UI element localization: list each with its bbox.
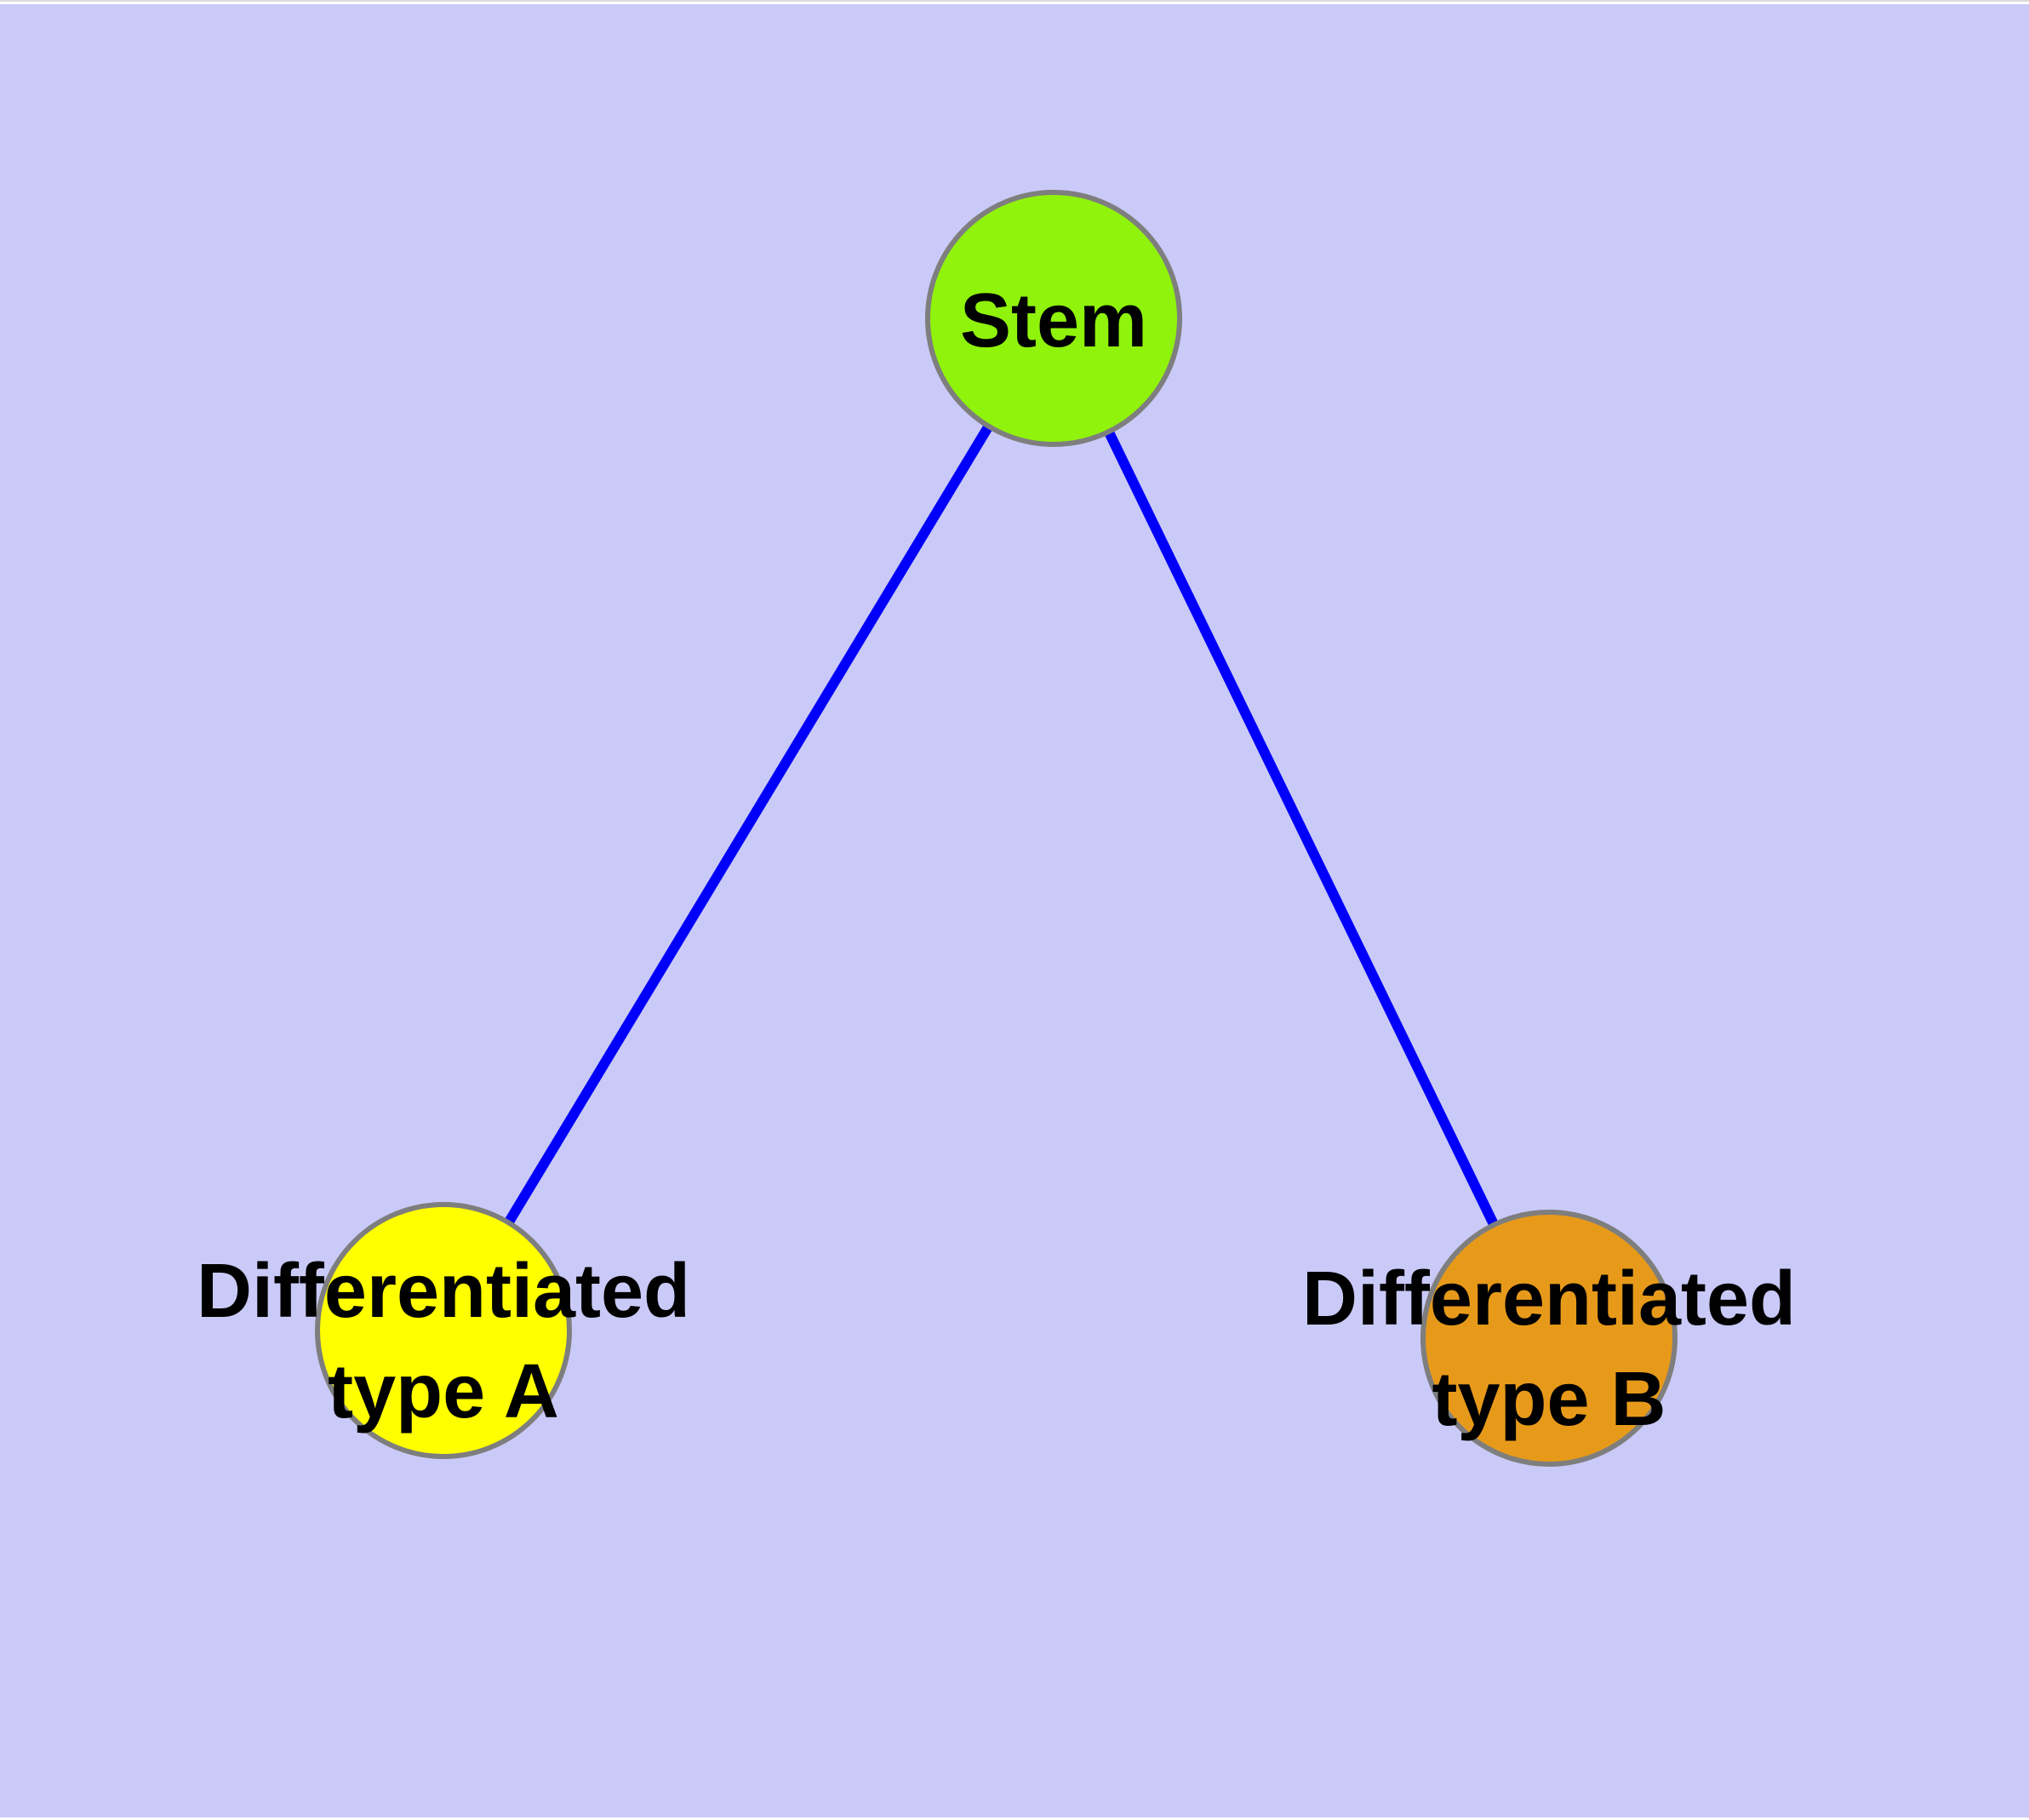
node-label-line: Stem [960, 278, 1147, 363]
node-label-line: Differentiated [1302, 1256, 1796, 1342]
edge-stem-to-diff-a [438, 315, 1059, 1334]
node-label-diff-a: Differentiated type A [197, 1249, 690, 1434]
node-label-line: Differentiated [197, 1249, 690, 1334]
node-label-diff-b: Differentiated type B [1302, 1256, 1796, 1442]
node-circle-diff-b [1420, 1210, 1677, 1467]
node-label-stem: Stem [960, 278, 1147, 363]
window-top-edge-strip [0, 0, 2029, 4]
node-circle-stem [925, 190, 1182, 447]
node-circle-diff-a [315, 1202, 572, 1459]
node-label-line: type B [1432, 1357, 1666, 1442]
edge-stem-to-diff-b [1049, 316, 1554, 1341]
window-bottom-edge-strip [0, 1817, 2029, 1820]
node-label-line: type A [328, 1349, 559, 1434]
